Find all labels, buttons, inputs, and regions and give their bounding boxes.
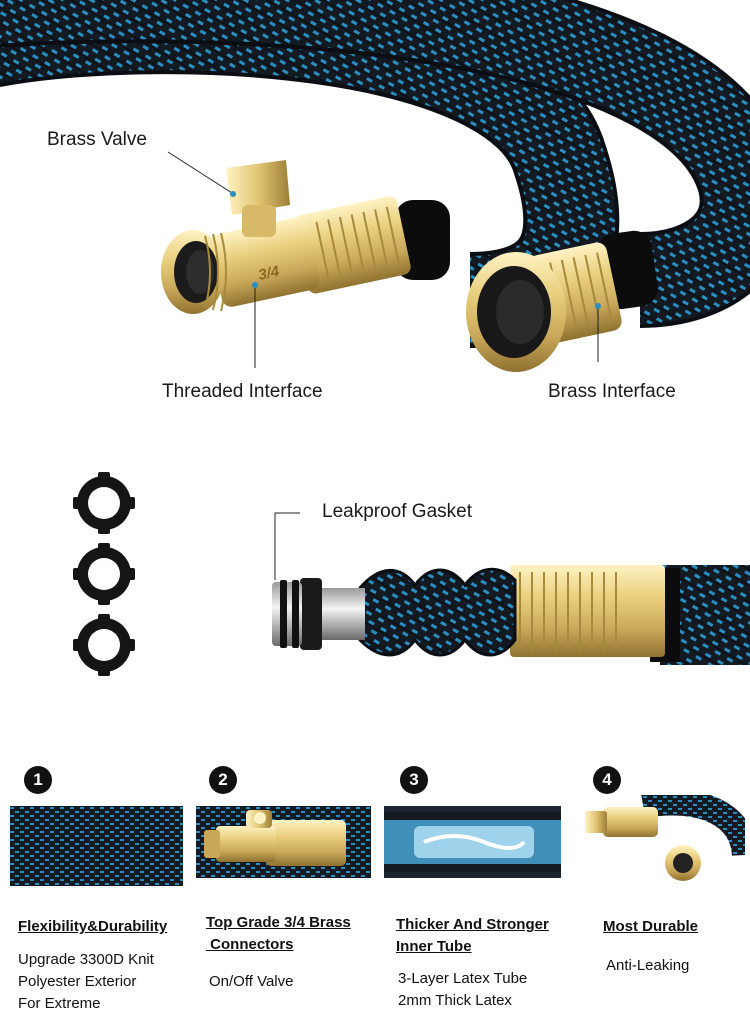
feature-3-inner-tube-thumbnail — [384, 806, 561, 878]
feature-3-title: Thicker And Stronger Inner Tube — [396, 916, 549, 955]
feature-4-durable-thumbnail — [583, 795, 745, 887]
gasket-rings — [73, 472, 135, 676]
callout-brass-interface: Brass Interface — [548, 381, 676, 402]
feature-3-number: 3 — [400, 766, 428, 794]
feature-2-connector-thumbnail — [196, 806, 371, 878]
callout-brass-valve: Brass Valve — [47, 129, 147, 150]
feature-1-title: Flexibility&Durability — [18, 918, 168, 935]
feature-1-text: Upgrade 3300D Knit Polyester Exterior Fo… — [18, 951, 154, 1012]
feature-1-number: 1 — [24, 766, 52, 794]
callout-leader-lines — [167, 151, 601, 580]
brass-valve-assembly: 3/4 — [161, 160, 411, 314]
feature-2-number: 2 — [209, 766, 237, 794]
feature-4-text: Anti-Leaking — [606, 957, 690, 974]
hose-male-end — [272, 565, 750, 665]
feature-3-text: 3-Layer Latex Tube 2mm Thick Latex — [398, 970, 528, 1009]
feature-4-title: Most Durable — [603, 918, 699, 935]
hose-hero-illustration: 3/4 — [0, 0, 750, 676]
feature-4-number: 4 — [593, 766, 621, 794]
callout-threaded-interface: Threaded Interface — [162, 381, 323, 402]
callout-leakproof-gasket: Leakproof Gasket — [322, 501, 472, 522]
valve-marking: 3/4 — [257, 263, 282, 284]
feature-1-knit-thumbnail — [10, 806, 183, 886]
feature-2-title: Top Grade 3/4 Brass Connectors — [206, 914, 351, 953]
feature-2-text: On/Off Valve — [209, 973, 294, 990]
